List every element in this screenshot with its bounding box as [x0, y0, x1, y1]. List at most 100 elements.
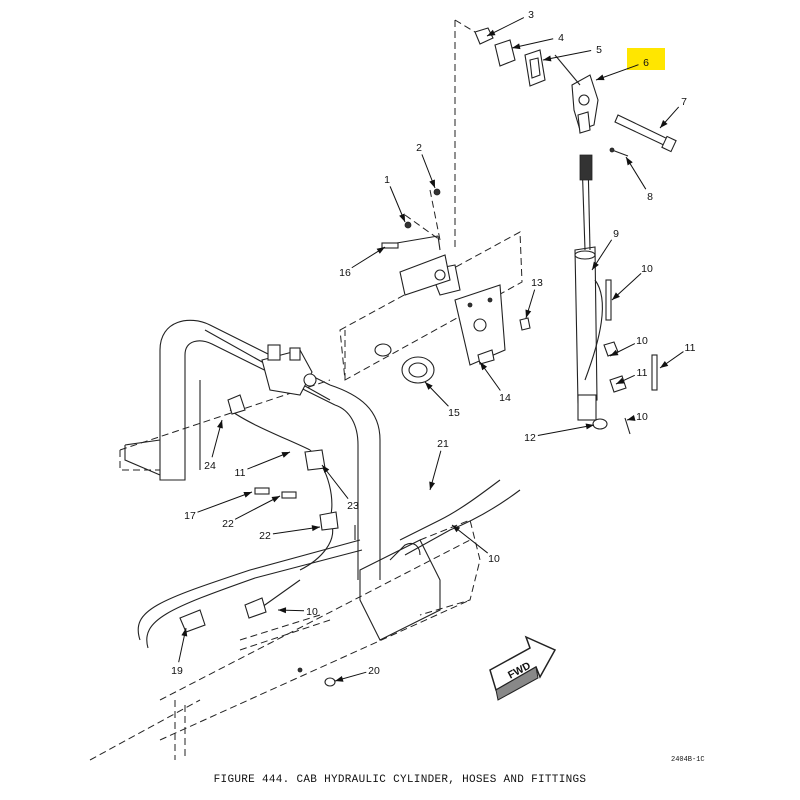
callout-label: 22	[259, 530, 271, 542]
callout-label: 16	[339, 267, 351, 279]
callout-11: 11	[659, 342, 696, 369]
callout-label: 7	[681, 96, 687, 108]
fasteners	[297, 188, 531, 687]
callout-label: 4	[558, 32, 564, 44]
callout-arrowhead	[525, 309, 532, 318]
callout-arrowhead	[278, 607, 287, 614]
callout-label: 12	[524, 432, 536, 444]
callout-16: 16	[339, 246, 386, 279]
callout-leader	[234, 495, 281, 520]
callout-7: 7	[659, 96, 687, 129]
fwd-arrow-icon: FWD	[489, 635, 557, 701]
callout-label: 21	[437, 438, 449, 450]
callout-arrowhead	[660, 120, 668, 128]
callout-22: 22	[222, 495, 281, 530]
callout-arrowhead	[512, 43, 521, 50]
callout-leader	[197, 491, 253, 513]
callout-arrowhead	[610, 349, 619, 356]
callout-label: 20	[368, 665, 380, 677]
callout-arrowhead	[217, 420, 223, 429]
callout-9: 9	[591, 228, 619, 271]
hose-clamps	[179, 394, 356, 633]
callout-label: 15	[448, 407, 460, 419]
figure-caption: FIGURE 444. CAB HYDRAULIC CYLINDER, HOSE…	[213, 774, 587, 786]
callout-15: 15	[424, 381, 460, 419]
callout-3: 3	[486, 9, 534, 37]
callout-10: 10	[611, 263, 653, 301]
callout-label: 11	[235, 467, 246, 479]
valve-assembly	[261, 344, 317, 396]
callout-label: 19	[171, 665, 183, 677]
drawing-number: 2404B-1C	[671, 756, 705, 764]
callout-leader	[542, 50, 592, 61]
callout-10: 10	[451, 524, 500, 565]
hydraulic-cylinder	[574, 154, 603, 421]
callout-arrowhead	[487, 29, 496, 36]
callout-label: 3	[528, 9, 534, 21]
callout-label: 11	[685, 342, 696, 354]
cylinder-mount-bracket	[384, 19, 481, 296]
callout-label: 10	[636, 411, 648, 423]
grommet	[374, 343, 435, 384]
callout-label: 17	[184, 510, 196, 522]
callout-label: 10	[306, 606, 318, 618]
cylinder-fittings	[592, 279, 658, 435]
spacer-item-4	[494, 39, 516, 67]
callout-arrowhead	[596, 74, 605, 81]
callout-label: 8	[647, 191, 653, 203]
callout-layer: 1234567891010111110121314151624112317222…	[171, 9, 696, 682]
callout-arrowhead	[271, 496, 280, 503]
callout-1: 1	[384, 174, 406, 223]
nut-item-3	[474, 27, 494, 45]
callout-arrowhead	[311, 525, 320, 532]
callout-10: 10	[626, 411, 648, 423]
callout-label: 14	[499, 392, 511, 404]
callout-arrowhead	[181, 628, 188, 637]
callout-arrowhead	[322, 465, 330, 474]
callout-21: 21	[429, 438, 449, 491]
callout-arrowhead	[399, 213, 405, 222]
callout-arrowhead	[660, 360, 669, 368]
callout-arrowhead	[429, 179, 435, 188]
callout-label: 1	[384, 174, 390, 186]
callout-label: 2	[416, 142, 422, 154]
callout-label: 13	[531, 277, 543, 289]
callout-23: 23	[321, 464, 359, 512]
callout-11: 11	[235, 451, 291, 479]
highlight-box	[627, 48, 665, 70]
callout-arrowhead	[425, 382, 433, 390]
callout-arrowhead	[626, 157, 633, 166]
callout-arrowhead	[612, 292, 620, 300]
callout-2: 2	[416, 142, 436, 189]
callout-arrowhead	[616, 377, 625, 384]
callout-label: 10	[636, 335, 648, 347]
callout-arrowhead	[376, 247, 385, 254]
bolt-item-7	[614, 114, 677, 153]
callout-arrowhead	[281, 452, 290, 458]
callout-19: 19	[171, 627, 188, 677]
callout-label: 10	[641, 263, 653, 275]
callout-arrowhead	[429, 481, 436, 490]
callout-label: 10	[488, 553, 500, 565]
callout-label: 9	[613, 228, 619, 240]
callout-5: 5	[542, 44, 602, 62]
rod-end-clevis	[554, 54, 599, 134]
callout-arrowhead	[585, 423, 594, 430]
callout-arrowhead	[243, 491, 252, 498]
callout-10: 10	[609, 335, 648, 357]
callout-11: 11	[615, 367, 648, 385]
callout-8: 8	[625, 156, 653, 203]
callout-label: 23	[347, 500, 359, 512]
callout-leader	[537, 424, 595, 437]
callout-label: 5	[596, 44, 602, 56]
plate-bracket	[454, 284, 506, 366]
callout-20: 20	[334, 665, 380, 682]
cotter-pin-item-8	[609, 147, 629, 157]
callout-label: 24	[204, 460, 216, 472]
callout-label: 6	[643, 57, 649, 69]
callout-arrowhead	[335, 675, 344, 682]
plate-item-5	[524, 49, 546, 87]
callout-10: 10	[277, 606, 318, 618]
callout-13: 13	[525, 277, 543, 319]
